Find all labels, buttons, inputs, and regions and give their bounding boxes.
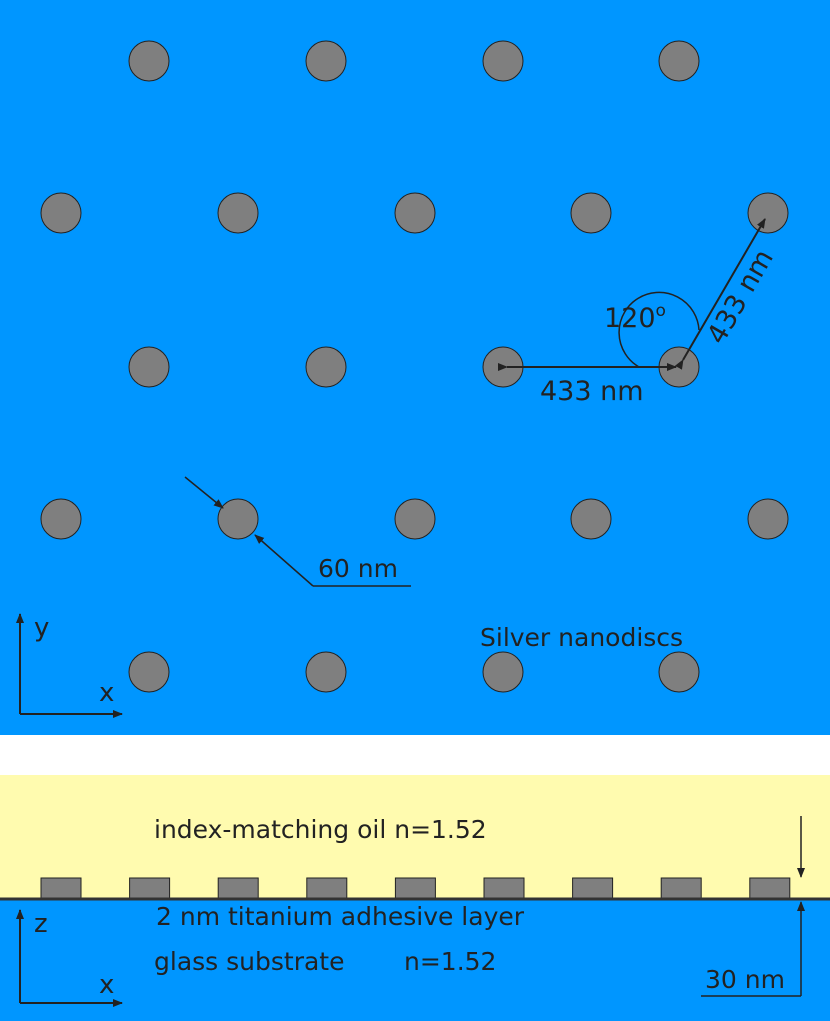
nanodisc-4-3 [658, 651, 700, 693]
x-axis-label-top: x [99, 678, 114, 708]
nanodisc-0-2 [482, 40, 524, 82]
diameter-leader-line [254, 534, 314, 587]
nanodisc-section-6 [572, 877, 614, 899]
nanodisc-section-1 [129, 877, 171, 899]
nanodisc-section-3 [306, 877, 348, 899]
diameter-arrow-upper [184, 476, 224, 509]
z-axis-label: z [34, 909, 48, 939]
nanodisc-1-4 [747, 192, 789, 234]
nanodisc-3-2 [394, 498, 436, 540]
substrate-label: glass substrate [154, 947, 344, 976]
horizontal-pitch-label: 433 nm [540, 376, 644, 407]
diagonal-pitch-arrow [675, 218, 766, 370]
silver-nanodiscs-label: Silver nanodiscs [480, 623, 683, 652]
top-view-panel: 60 nm 433 nm 433 nm 120o Silver nanodisc… [0, 0, 830, 735]
nanodisc-1-0 [40, 192, 82, 234]
diameter-label: 60 nm [318, 554, 398, 583]
nanodisc-2-1 [305, 346, 347, 388]
nanodisc-4-0 [128, 651, 170, 693]
nanodisc-section-4 [394, 877, 436, 899]
nanodisc-3-1 [217, 498, 259, 540]
height-label: 30 nm [705, 965, 785, 994]
oil-label: index-matching oil n=1.52 [154, 815, 487, 844]
side-view-panel: index-matching oil n=1.52 2 nm titanium … [0, 775, 830, 1021]
y-axis-label: y [34, 613, 49, 643]
nanodisc-1-1 [217, 192, 259, 234]
nanodisc-0-3 [658, 40, 700, 82]
nanodisc-section-0 [40, 877, 82, 899]
nanodisc-0-0 [128, 40, 170, 82]
nanodisc-0-1 [305, 40, 347, 82]
glass-substrate [0, 900, 830, 1021]
nanodisc-4-1 [305, 651, 347, 693]
nanodisc-4-2 [482, 651, 524, 693]
nanodisc-array [40, 40, 789, 693]
x-axis-label-bottom: x [99, 970, 114, 1000]
nanodisc-1-2 [394, 192, 436, 234]
nanodisc-2-0 [128, 346, 170, 388]
nanodisc-1-3 [570, 192, 612, 234]
nanodisc-3-4 [747, 498, 789, 540]
substrate-index-label: n=1.52 [404, 947, 496, 976]
angle-label: 120o [604, 301, 666, 334]
adhesion-layer-label: 2 nm titanium adhesive layer [156, 902, 525, 931]
nanodisc-3-3 [570, 498, 612, 540]
nanodisc-cross-sections [40, 877, 791, 899]
nanodisc-3-0 [40, 498, 82, 540]
nanodisc-section-5 [483, 877, 525, 899]
top-view-background [0, 0, 830, 735]
nanodisc-section-2 [217, 877, 259, 899]
nanodisc-section-7 [660, 877, 702, 899]
nanodisc-section-8 [749, 877, 791, 899]
